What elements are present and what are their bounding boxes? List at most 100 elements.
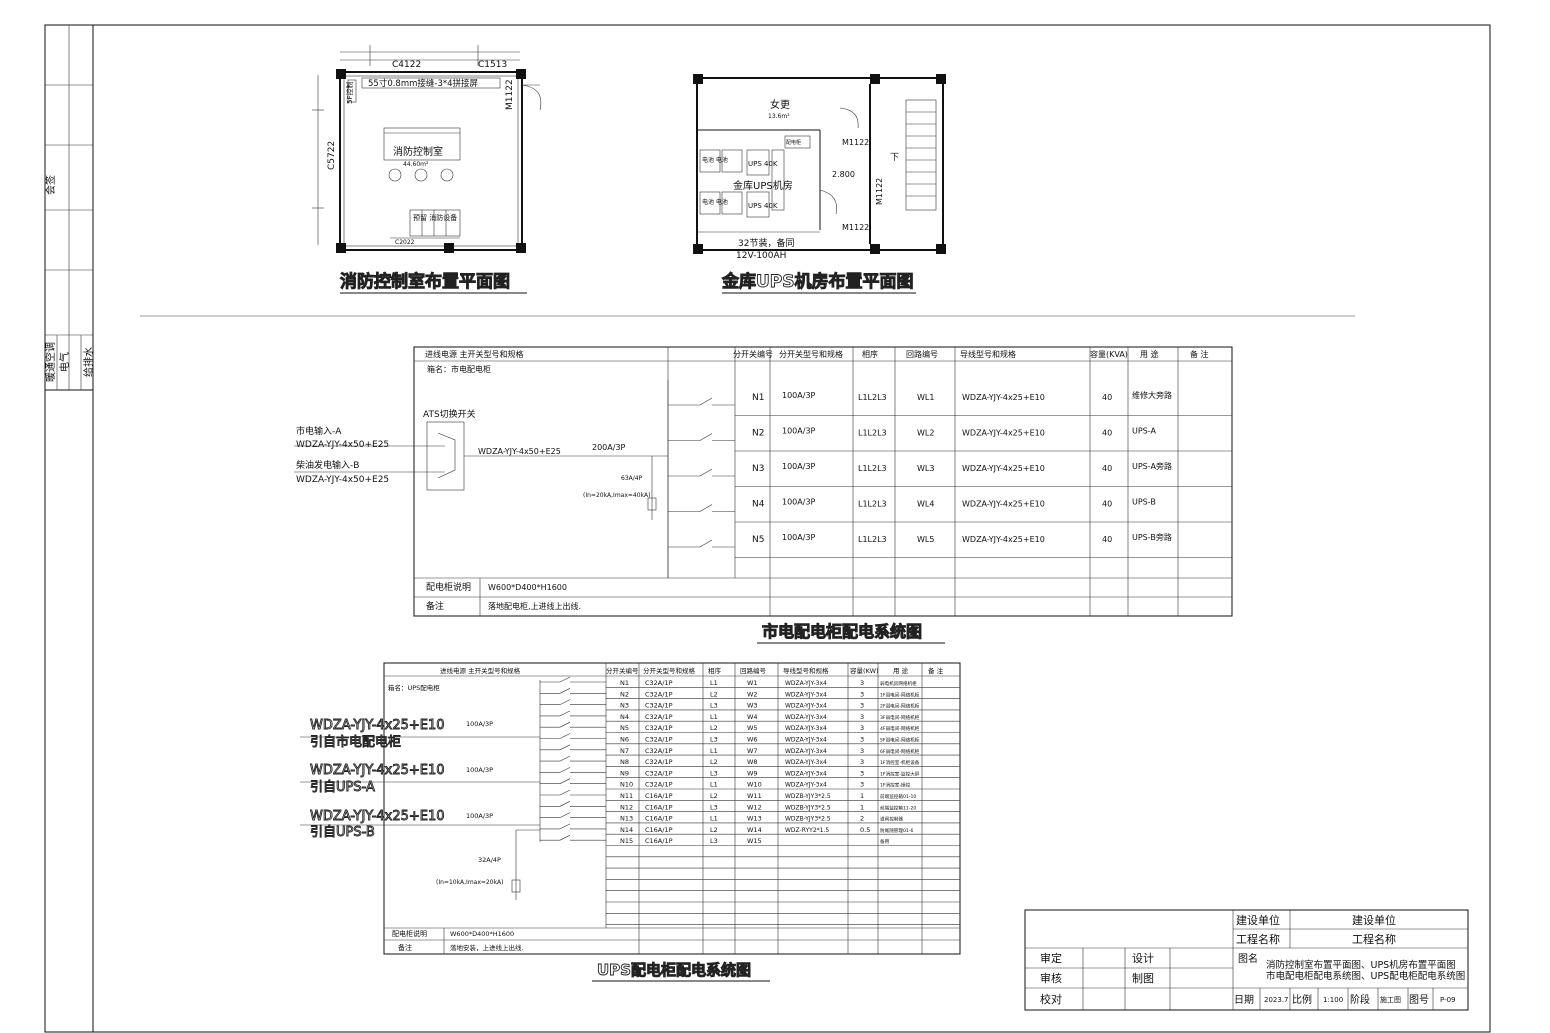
mains-row-use: UPS-A xyxy=(1132,427,1156,436)
ups-row-spec: C32A/1P xyxy=(645,747,673,755)
ups-room-plan: 女更 13.6m² M1122 M1122 M1122 2.800 下 电池 电… xyxy=(693,74,946,294)
breaker-switch-icon xyxy=(559,834,571,841)
mains-header-capacity: 容量(KVA) xyxy=(1090,349,1128,359)
ups-row-spec: C32A/1P xyxy=(645,724,673,732)
owner-value: 建设单位 xyxy=(1352,913,1396,927)
battery-label-1: 电池 电池 xyxy=(702,156,728,164)
bottom-window-label: C2022 xyxy=(395,239,415,246)
ups-row-capacity: 3 xyxy=(860,702,864,710)
ups-row-spec: C32A/1P xyxy=(645,758,673,766)
mains-row-use: 维修大旁路 xyxy=(1132,390,1172,400)
mains-row-cable: WDZA-YJY-4x25+E10 xyxy=(962,535,1045,544)
ups-row-no: N5 xyxy=(620,724,629,732)
ups-row-spec: C16A/1P xyxy=(645,803,673,811)
ups-header-phase: 相序 xyxy=(708,666,722,675)
ups-diagram-title: UPS配电柜配电系统图 xyxy=(597,961,751,979)
battery-note-2: 12V-100AH xyxy=(736,251,786,261)
mains-input-a: 市电输入-A xyxy=(296,425,342,437)
ups-row-phase: L2 xyxy=(710,792,718,800)
ups-row-phase: L1 xyxy=(710,713,718,721)
ups-row-circuit: W10 xyxy=(747,781,762,789)
stage-label: 阶段 xyxy=(1350,993,1370,1006)
review-label: 审定 xyxy=(1040,951,1062,965)
ups-row-use: 道闸控制器 xyxy=(880,816,903,823)
stair xyxy=(905,99,937,211)
ups-row-cable: WDZA-YJY-3x4 xyxy=(785,759,827,766)
breaker-switch-icon xyxy=(559,789,571,796)
breaker-switch-icon xyxy=(699,539,713,548)
mains-row-spec: 100A/3P xyxy=(782,498,816,507)
ups-input3-cable: WDZA-YJY-4x25+E10 xyxy=(310,809,445,824)
ups-breaker-3: 100A/3P xyxy=(466,812,493,820)
ups-row-no: N1 xyxy=(620,679,629,687)
ups-row-phase: L3 xyxy=(710,702,718,710)
ups-row-capacity: 0.5 xyxy=(860,826,870,834)
ups-row-cable: WDZA-YJY-3x4 xyxy=(785,714,827,721)
spd-icon xyxy=(511,879,521,893)
mains-row-phase: L1L2L3 xyxy=(858,464,887,473)
mains-header-no: 分开关编号 xyxy=(733,349,773,359)
ups-row-use: 1F消控室-操控 xyxy=(880,782,911,789)
mains-header-circuit: 回路编号 xyxy=(906,349,938,359)
strip-label-water: 给排水 xyxy=(82,347,95,377)
door-m1122-label: M1122 xyxy=(505,79,515,110)
mains-row-capacity: 40 xyxy=(1102,535,1112,544)
door-label-1: M1122 xyxy=(842,138,869,147)
spd-icon xyxy=(647,497,657,511)
ups-input2-from: 引自UPS-A xyxy=(310,780,375,795)
mains-row-phase: L1L2L3 xyxy=(858,535,887,544)
ups-row-cable: WDZ-RYY2*1.5 xyxy=(785,827,829,834)
ups-row-circuit: W13 xyxy=(747,815,762,823)
ups-row-spec: C32A/1P xyxy=(645,690,673,698)
ups-row-phase: L1 xyxy=(710,781,718,789)
mains-main-breaker: 200A/3P xyxy=(592,443,626,452)
video-wall-label: 55寸0.8mm接缝-3*4拼接屏 xyxy=(368,78,479,89)
mains-row-spec: 100A/3P xyxy=(782,462,816,471)
mains-header-phase: 相序 xyxy=(862,349,878,359)
ups-row-capacity: 3 xyxy=(860,713,864,721)
ups-row-capacity: 3 xyxy=(860,736,864,744)
ups-header-capacity: 容量(KW) xyxy=(850,666,879,675)
breaker-switch-icon xyxy=(699,397,713,406)
battery-label-2: 电池 电池 xyxy=(702,198,728,206)
window-c4122-label: C4122 xyxy=(392,60,421,70)
mains-note-label: 备注 xyxy=(426,600,444,612)
mains-row-circuit: WL1 xyxy=(917,393,934,402)
drawing-no-label: 图号 xyxy=(1409,994,1429,1006)
ups-row-spec: C32A/1P xyxy=(645,736,673,744)
mains-row-circuit: WL2 xyxy=(917,429,934,438)
fire-control-room-plan: C4122 C1513 C5722 M1122 55寸0.8mm接缝-3*4拼接… xyxy=(312,45,542,294)
mains-row-capacity: 40 xyxy=(1102,464,1112,473)
chair-icon xyxy=(388,168,402,182)
locker-room-label: 女更 xyxy=(770,98,790,111)
breaker-switch-icon xyxy=(559,801,571,807)
ups-row-cable: WDZA-YJY-3x4 xyxy=(785,737,827,744)
ups-input1-cable: WDZA-YJY-4x25+E10 xyxy=(310,718,445,733)
ups-header-cable: 导线型号和规格 xyxy=(783,666,829,675)
breaker-switch-icon xyxy=(699,433,713,441)
ups-unit-2-label: UPS 40K xyxy=(748,202,778,210)
ats-switch-icon xyxy=(437,432,456,479)
ups-row-circuit: W14 xyxy=(747,826,762,834)
date-label: 日期 xyxy=(1234,994,1254,1006)
ups-row-no: N15 xyxy=(620,837,633,845)
ups-breaker-2: 100A/3P xyxy=(466,766,493,774)
ups-row-capacity: 3 xyxy=(860,747,864,755)
stage-value: 施工图 xyxy=(1380,995,1401,1004)
ups-row-no: N4 xyxy=(620,713,629,721)
ups-row-cable: WDZA-YJY-3x4 xyxy=(785,748,827,755)
mains-input-b-cable: WDZA-YJY-4x50+E25 xyxy=(296,475,389,485)
mains-row-no: N2 xyxy=(752,429,764,439)
ups-row-phase: L2 xyxy=(710,690,718,698)
ups-row-capacity: 3 xyxy=(860,781,864,789)
proof-label: 校对 xyxy=(1040,992,1062,1006)
ups-row-no: N12 xyxy=(620,803,633,811)
stair-down-label: 下 xyxy=(890,153,899,163)
fire-room-title: 消防控制室布置平面图 xyxy=(340,271,510,292)
ups-row-no: N13 xyxy=(620,815,633,823)
ups-row-phase: L2 xyxy=(710,758,718,766)
ups-row-circuit: W1 xyxy=(747,679,758,687)
breaker-switch-icon xyxy=(559,823,571,830)
mains-header-source: 进线电源 主开关型号和规格 xyxy=(425,349,524,359)
